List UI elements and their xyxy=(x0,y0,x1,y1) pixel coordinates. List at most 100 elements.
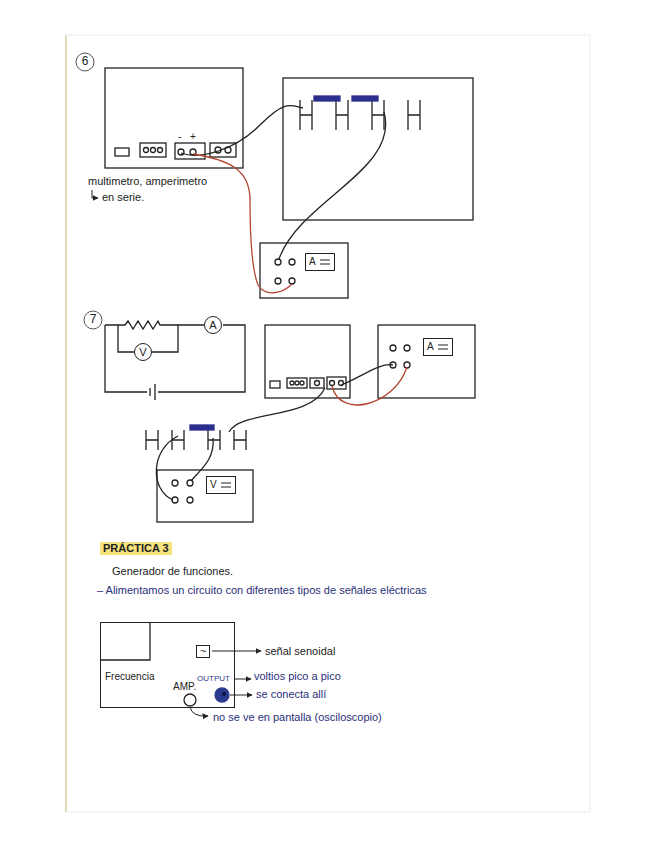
test-wire xyxy=(193,154,292,293)
power-supply xyxy=(300,381,304,385)
breadboard xyxy=(352,96,378,101)
note-text: Generador de funciones. xyxy=(112,565,233,578)
breadboard xyxy=(190,425,214,430)
generator-parts xyxy=(215,688,229,702)
node-text: A xyxy=(309,256,316,268)
callout-text: no se ve en pantalla (osciloscopio) xyxy=(213,711,382,724)
waveform-button: ~ xyxy=(196,645,210,658)
power-supply xyxy=(175,143,205,159)
power-supply xyxy=(265,325,350,398)
section-heading: PRÁCTICA 3 xyxy=(100,542,172,555)
power-supply xyxy=(105,68,243,168)
display-marks xyxy=(320,260,330,264)
circuit-schematic xyxy=(118,325,134,352)
power-supply xyxy=(295,381,299,385)
circuit-schematic xyxy=(150,384,155,400)
generator-parts xyxy=(100,622,229,706)
test-wire xyxy=(156,436,178,500)
circuit-schematic xyxy=(105,321,245,400)
power-supply xyxy=(140,143,166,157)
test-wire xyxy=(181,105,303,155)
callout-arrow xyxy=(190,707,208,716)
test-wire xyxy=(181,105,386,292)
voltmeter-body xyxy=(187,497,193,503)
callout-number: 7 xyxy=(85,313,101,326)
callout-number: 6 xyxy=(77,55,93,68)
node-text: V xyxy=(210,479,217,491)
ammeter-body xyxy=(275,278,281,284)
power-supply xyxy=(327,377,346,389)
callout-text: se conecta allí xyxy=(256,688,326,701)
note-text: en serie. xyxy=(102,191,144,204)
power-supply xyxy=(310,378,324,388)
breadboard xyxy=(314,96,340,101)
voltmeter-body xyxy=(172,480,178,486)
node-text: ~ xyxy=(200,645,206,657)
callout-arrow xyxy=(230,695,252,696)
ammeter-body xyxy=(378,325,475,398)
ammeter-body xyxy=(404,345,410,351)
test-wire xyxy=(229,388,325,432)
function-generator: FrecuenciaAMP.OUTPUT ~ xyxy=(100,622,235,708)
breadboard xyxy=(146,430,158,450)
meter-symbol: A xyxy=(204,316,222,334)
generator-parts xyxy=(100,622,150,660)
voltmeter-body xyxy=(157,470,253,522)
circuit-wire xyxy=(152,325,204,352)
node-text: Frecuencia xyxy=(105,671,154,683)
paper-edge xyxy=(66,35,590,812)
note-text: multimetro, amperimetro xyxy=(88,175,207,188)
terminal-sign: - xyxy=(178,130,181,143)
power-supply xyxy=(144,148,149,153)
breadboard xyxy=(208,430,220,450)
node-text: A xyxy=(427,341,434,353)
power-supply xyxy=(290,381,294,385)
circuit-schematic xyxy=(105,321,178,329)
breadboard xyxy=(408,100,420,130)
number-circle xyxy=(84,311,102,329)
ammeter-body xyxy=(289,259,295,265)
note-text: – Alimentamos un circuito con diferentes… xyxy=(97,584,427,597)
hook-arrow xyxy=(92,190,98,198)
meter-display: V xyxy=(206,476,236,494)
display-marks xyxy=(221,483,231,487)
callout-arrow xyxy=(190,651,261,716)
power-supply xyxy=(158,148,163,153)
power-supply xyxy=(315,381,320,386)
ammeter-body xyxy=(260,243,348,298)
ammeter-body xyxy=(289,278,295,284)
node-text: A xyxy=(209,319,216,331)
callout-text: voltios pico a pico xyxy=(254,670,341,683)
test-wire xyxy=(332,367,407,405)
power-supply xyxy=(287,378,307,388)
generator-parts xyxy=(222,692,226,696)
ammeter-body xyxy=(275,259,281,265)
circuit-schematic xyxy=(158,325,245,392)
node-text: OUTPUT xyxy=(197,674,230,684)
display-marks xyxy=(437,343,449,351)
ammeter-body xyxy=(378,325,475,398)
meter-display: A xyxy=(423,338,453,356)
node-text: AMP. xyxy=(173,681,196,693)
display-marks xyxy=(319,258,331,266)
generator-parts xyxy=(184,694,196,706)
power-supply xyxy=(330,381,335,386)
callout-arrow xyxy=(235,679,251,680)
ammeter-body xyxy=(390,345,396,351)
hook-arrow xyxy=(92,190,98,198)
power-supply xyxy=(115,148,129,156)
breadboard xyxy=(234,430,246,450)
breadboard xyxy=(336,100,348,130)
node-text: V xyxy=(139,346,146,358)
ammeter-body xyxy=(260,243,348,298)
meter-symbol: V xyxy=(134,343,152,361)
number-circle xyxy=(76,53,102,329)
display-marks xyxy=(220,481,232,489)
test-wire xyxy=(191,438,213,481)
breadboard xyxy=(372,100,384,130)
voltmeter-body xyxy=(187,480,193,486)
breadboard xyxy=(300,100,312,130)
number-circle xyxy=(76,53,94,71)
power-supply xyxy=(270,381,280,388)
